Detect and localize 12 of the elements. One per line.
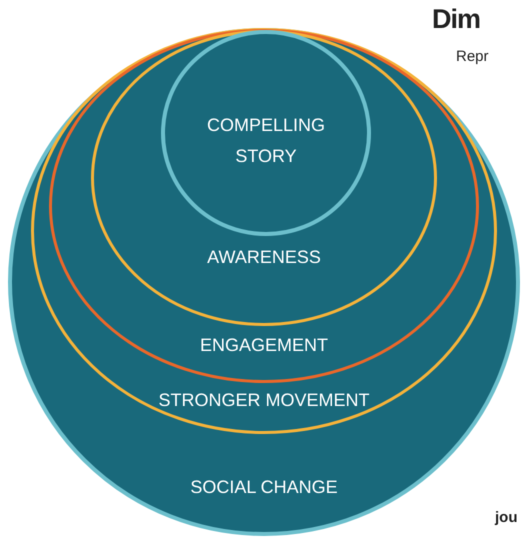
nested-circle — [91, 30, 437, 326]
circle-label: ENGAGEMENT — [200, 334, 328, 356]
heading-text: Dim — [432, 4, 480, 35]
footer-text: jou — [495, 509, 518, 526]
subheading-text: Repr — [456, 48, 489, 65]
circle-label: COMPELLING STORY — [206, 114, 326, 168]
nested-circle — [31, 28, 497, 434]
circle-label: AWARENESS — [207, 246, 321, 268]
nested-circle — [8, 28, 520, 536]
circle-label: STRONGER MOVEMENT — [158, 388, 370, 412]
circle-label: SOCIAL CHANGE — [190, 476, 338, 498]
nested-circle — [161, 30, 371, 236]
